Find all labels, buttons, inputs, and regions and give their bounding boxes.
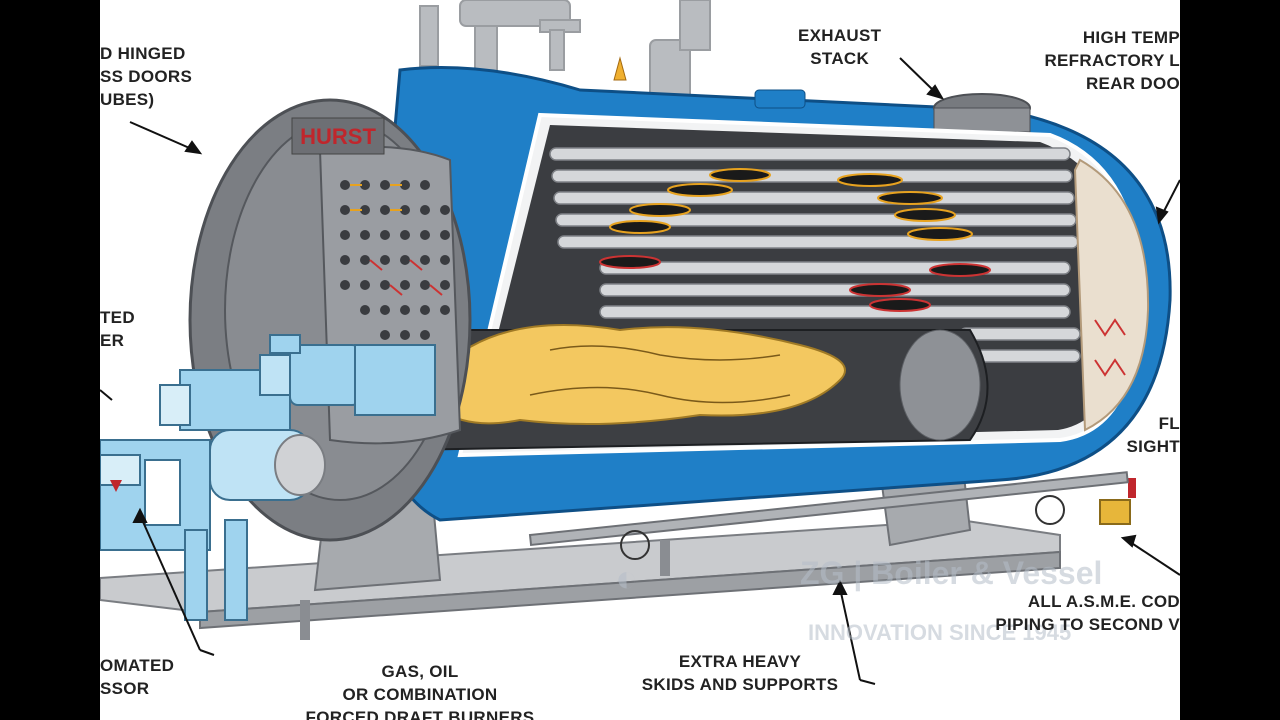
label-compressor: OMATED SSOR [100,656,175,698]
label-burners: GAS, OIL OR COMBINATION FORCED DRAFT BUR… [305,662,535,720]
label-hinged-doors: D HINGED SS DOORS UBES) [100,44,193,109]
shell-nozzle [754,89,806,109]
refractory-rear-door [1073,158,1150,432]
boiler-diagram-canvas: HURST [100,0,1180,720]
label-piping: ALL A.S.M.E. COD PIPING TO SECOND V [995,592,1180,634]
watermark-slogan: INNOVATION SINCE 1945 [808,620,1072,645]
label-exhaust-stack: EXHAUST STACK [798,26,882,68]
label-refractory: HIGH TEMP REFRACTORY L REAR DOO [1044,28,1180,93]
gauge-marker [1128,478,1136,498]
label-left-mid: TED ER [100,308,135,350]
leader-arrows [100,57,1180,685]
right-letterbox [1180,0,1280,720]
watermark-logo-icon: ◐ [615,558,638,600]
burner-flame [439,324,846,425]
tube-holes [340,180,450,340]
safety-valve [613,56,627,81]
boiler-cutaway-illustration: HURST [100,0,1180,685]
brand-plate [291,117,385,155]
burner-assembly [100,334,436,621]
brand-logo: HURST [300,124,376,149]
skid-piping [528,471,1131,560]
flow-arrows [609,168,973,241]
return-arrows [599,255,991,312]
label-sight: FL SIGHT [1126,414,1180,456]
label-skids: EXTRA HEAVY SKIDS AND SUPPORTS [641,652,839,694]
watermark-company: ZG | Boiler & Vessel [800,555,1103,591]
left-letterbox [0,0,100,720]
